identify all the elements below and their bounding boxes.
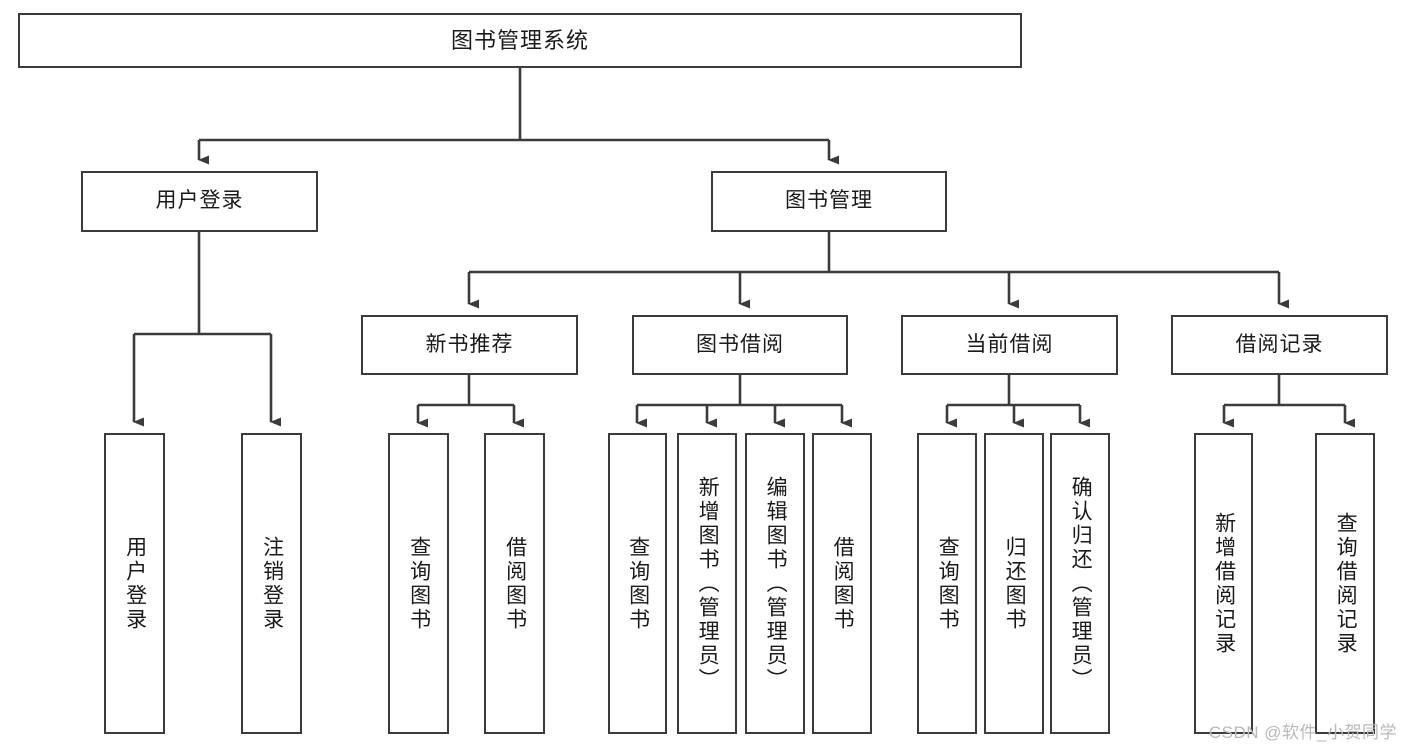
node-label: 查询图书 — [626, 535, 650, 632]
node-label: 新增借阅记录 — [1212, 511, 1236, 656]
node-label: 查询借阅记录 — [1334, 511, 1358, 656]
leaf-confirm-return-admin[interactable]: 确认归还（管理员） — [1050, 433, 1110, 734]
node-label: 查询图书 — [936, 535, 960, 632]
watermark-text: CSDN @软件_小贺同学 — [1208, 723, 1397, 742]
leaf-query-book-recommend[interactable]: 查询图书 — [388, 433, 449, 734]
leaf-query-book-current[interactable]: 查询图书 — [917, 433, 977, 734]
node-label: 图书管理系统 — [450, 27, 589, 53]
node-label: 查询图书 — [407, 535, 431, 632]
leaf-query-borrow-record[interactable]: 查询借阅记录 — [1315, 433, 1375, 734]
node-user-login[interactable]: 用户登录 — [81, 171, 318, 232]
node-label: 图书借阅 — [696, 332, 784, 356]
leaf-borrow-book-recommend[interactable]: 借阅图书 — [484, 433, 545, 734]
node-label: 确认归还（管理员） — [1069, 475, 1093, 692]
leaf-add-borrow-record[interactable]: 新增借阅记录 — [1194, 433, 1253, 734]
leaf-user-login[interactable]: 用户登录 — [104, 433, 165, 734]
leaf-add-book-admin[interactable]: 新增图书（管理员） — [677, 433, 737, 734]
leaf-return-book[interactable]: 归还图书 — [984, 433, 1044, 734]
node-label: 新书推荐 — [425, 332, 514, 356]
leaf-logout[interactable]: 注销登录 — [241, 433, 302, 734]
node-label: 用户登录 — [123, 535, 147, 632]
node-label: 图书管理 — [785, 189, 873, 213]
node-label: 注销登录 — [260, 535, 284, 632]
node-label: 编辑图书（管理员） — [764, 475, 788, 692]
node-label: 借阅记录 — [1235, 332, 1324, 356]
node-label: 当前借阅 — [965, 332, 1054, 356]
node-label: 借阅图书 — [503, 535, 527, 632]
node-book-borrow[interactable]: 图书借阅 — [632, 315, 848, 375]
node-current-borrow[interactable]: 当前借阅 — [901, 315, 1118, 375]
leaf-query-book-borrow[interactable]: 查询图书 — [608, 433, 667, 734]
node-label: 新增图书（管理员） — [696, 475, 720, 692]
node-label: 用户登录 — [155, 189, 244, 213]
node-root-system[interactable]: 图书管理系统 — [18, 13, 1022, 68]
node-label: 归还图书 — [1003, 535, 1027, 632]
node-borrow-record[interactable]: 借阅记录 — [1171, 315, 1388, 375]
node-label: 借阅图书 — [831, 535, 855, 632]
node-new-book-recommend[interactable]: 新书推荐 — [361, 315, 578, 375]
node-book-management[interactable]: 图书管理 — [711, 171, 947, 232]
leaf-edit-book-admin[interactable]: 编辑图书（管理员） — [745, 433, 805, 734]
leaf-borrow-book[interactable]: 借阅图书 — [812, 433, 872, 734]
